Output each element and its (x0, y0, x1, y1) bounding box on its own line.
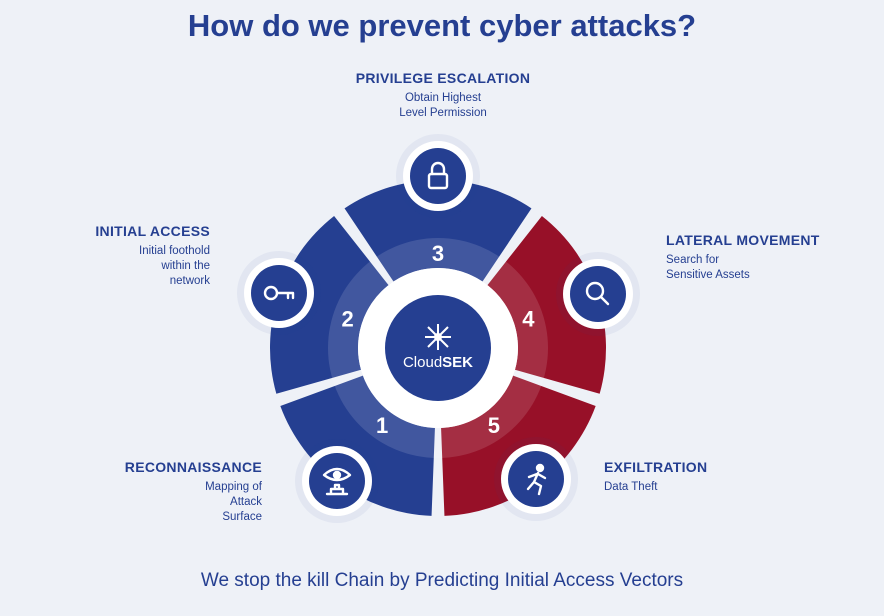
running-person-icon (526, 463, 547, 496)
desc-line: network (169, 275, 210, 287)
stage-number-2: 2 (342, 307, 354, 332)
segment-2 (270, 215, 389, 394)
desc-line: Level Permission (399, 107, 487, 119)
stage-title: EXFILTRATION (604, 459, 708, 475)
lock-icon (427, 161, 449, 190)
segment-1 (280, 375, 435, 516)
logo-text-bold: SEK (442, 354, 473, 371)
footer-tagline: We stop the kill Chain by Predicting Ini… (200, 570, 684, 591)
center-logo-text: CloudSEK (403, 354, 473, 371)
label-privilege-escalation: PRIVILEGE ESCALATION Obtain Highest Leve… (300, 70, 586, 121)
label-initial-access: INITIAL ACCESS Initial foothold within t… (40, 223, 210, 289)
icon-badge-3 (396, 134, 480, 218)
label-reconnaissance: RECONNAISSANCE Mapping of Attack Surface (70, 459, 262, 525)
stage-number-5: 5 (488, 413, 500, 438)
stage-number-1: 1 (376, 413, 388, 438)
stage-title: RECONNAISSANCE (124, 459, 262, 475)
stage-number-4: 4 (522, 307, 535, 332)
eye-icon (322, 467, 352, 496)
segment-4 (487, 215, 606, 394)
segment-3 (344, 180, 532, 282)
key-icon (263, 285, 295, 301)
segment-5 (441, 375, 596, 516)
desc-line: Surface (222, 511, 262, 523)
icon-badge-5 (494, 437, 578, 521)
page-title: How do we prevent cyber attacks? (187, 8, 697, 43)
stage-title: INITIAL ACCESS (95, 223, 210, 239)
desc-line: Initial foothold (139, 245, 210, 257)
search-icon (585, 281, 610, 306)
desc-line: Attack (230, 496, 262, 508)
desc-line: Data Theft (604, 481, 658, 493)
kill-chain-segments (270, 180, 606, 516)
stage-description: Mapping of Attack Surface (70, 480, 262, 525)
desc-line: Mapping of (205, 481, 262, 493)
desc-line: Sensitive Assets (666, 269, 750, 281)
desc-line: Obtain Highest (404, 92, 482, 104)
icon-badge-2 (237, 251, 321, 335)
network-star-icon (425, 324, 451, 350)
desc-line: within the (161, 260, 210, 272)
label-lateral-movement: LATERAL MOVEMENT Search for Sensitive As… (666, 232, 876, 283)
stage-description: Data Theft (604, 480, 804, 495)
logo-text-light: Cloud (403, 354, 442, 371)
stage-description: Initial foothold within the network (40, 244, 210, 289)
label-exfiltration: EXFILTRATION Data Theft (604, 459, 804, 495)
stage-description: Obtain Highest Level Permission (300, 91, 586, 121)
stage-numbers: 1 2 3 4 5 (342, 241, 536, 438)
stage-description: Search for Sensitive Assets (666, 253, 876, 283)
stage-number-3: 3 (432, 241, 444, 266)
icon-badge-1 (295, 439, 379, 523)
icon-badge-4 (556, 252, 640, 336)
desc-line: Search for (666, 254, 720, 266)
stage-icons (237, 134, 640, 523)
stage-title: LATERAL MOVEMENT (666, 232, 820, 248)
stage-title: PRIVILEGE ESCALATION (355, 70, 531, 86)
